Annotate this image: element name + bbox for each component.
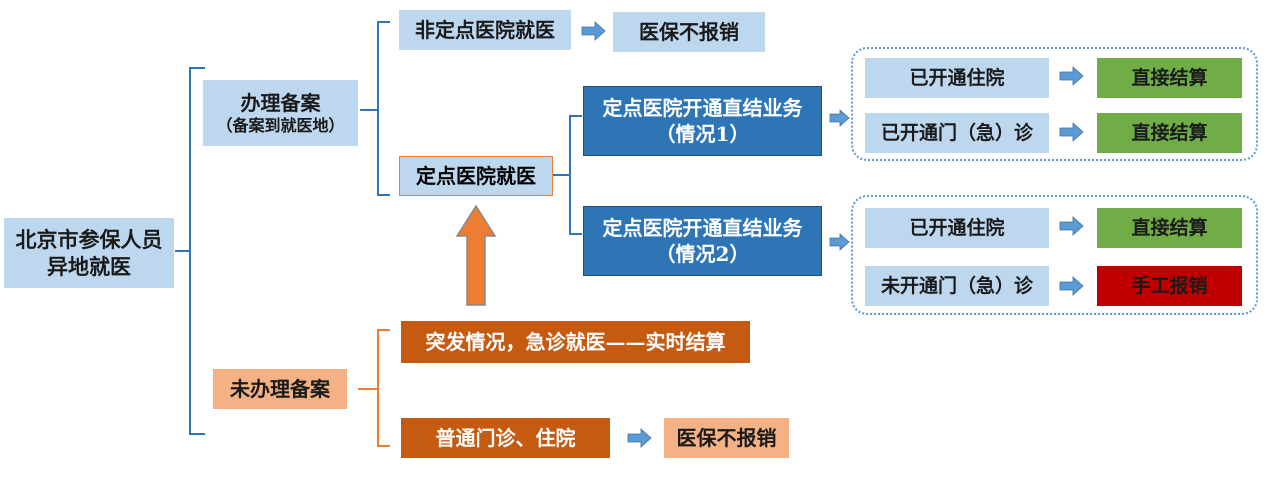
designated-label: 定点医院就医	[416, 164, 536, 188]
case1-item1-result-box: 直接结算	[1097, 58, 1242, 98]
not-filed-box: 未办理备案	[213, 369, 347, 409]
case2-item1-label: 已开通住院	[909, 216, 1005, 239]
up-arrow-icon	[455, 204, 497, 306]
case1-item2-label: 已开通门（急）诊	[880, 121, 1033, 144]
arrow-ordinary-icon	[627, 428, 652, 448]
not-filed-bracket	[358, 329, 390, 447]
case2-item2-result-box: 手工报销	[1097, 266, 1242, 306]
root-line1: 北京市参保人员	[15, 226, 163, 252]
case2-item2-label: 未开通门（急）诊	[880, 274, 1033, 297]
case2-item2-result: 手工报销	[1131, 274, 1208, 297]
filed-box: 办理备案 （备案到就医地）	[203, 80, 358, 146]
arrow-case2-icon	[829, 233, 850, 251]
ordinary-box: 普通门诊、住院	[401, 418, 610, 458]
case2-line1: 定点医院开通直结业务	[602, 216, 803, 240]
case1-line2: （情况1）	[655, 122, 750, 146]
non-designated-result: 医保不报销	[639, 20, 739, 44]
non-designated-label: 非定点医院就医	[415, 18, 555, 42]
non-designated-box: 非定点医院就医	[399, 10, 571, 50]
ordinary-result: 医保不报销	[676, 426, 777, 450]
case1-item1-result: 直接结算	[1131, 66, 1208, 89]
blue-arrows	[581, 21, 1084, 448]
emergency-box: 突发情况，急诊就医——实时结算	[401, 321, 750, 363]
case1-item2-box: 已开通门（急）诊	[865, 113, 1049, 153]
non-designated-result-box: 医保不报销	[613, 12, 765, 52]
case1-item1-box: 已开通住院	[865, 58, 1049, 98]
ordinary-label: 普通门诊、住院	[435, 426, 576, 450]
arrow-case1-icon	[829, 109, 850, 127]
arrow-c2-item1-icon	[1059, 216, 1084, 236]
filed-bracket	[360, 21, 390, 196]
root-bracket	[175, 67, 205, 435]
case2-item1-result: 直接结算	[1131, 216, 1208, 239]
case1-item1-label: 已开通住院	[909, 66, 1005, 89]
case1-item2-result-box: 直接结算	[1097, 113, 1242, 153]
case2-item1-box: 已开通住院	[865, 208, 1049, 248]
arrow-c1-item1-icon	[1059, 66, 1084, 86]
case1-item2-result: 直接结算	[1131, 121, 1208, 144]
root-line2: 异地就医	[47, 254, 131, 279]
not-filed-title: 未办理备案	[230, 377, 330, 401]
arrow-non-designated-icon	[581, 21, 606, 41]
case1-group	[851, 47, 1258, 161]
root-box: 北京市参保人员 异地就医	[4, 218, 174, 288]
emergency-label: 突发情况，急诊就医——实时结算	[425, 330, 726, 354]
case2-line2: （情况2）	[655, 242, 750, 266]
designated-box: 定点医院就医	[399, 156, 553, 196]
filed-title: 办理备案	[240, 90, 321, 115]
arrow-c1-item2-icon	[1059, 122, 1084, 142]
filed-subtitle: （备案到就医地）	[216, 115, 345, 135]
designated-bracket	[553, 115, 582, 235]
case1-box: 定点医院开通直结业务 （情况1）	[583, 86, 822, 156]
case2-box: 定点医院开通直结业务 （情况2）	[583, 206, 822, 276]
case2-item2-box: 未开通门（急）诊	[865, 266, 1049, 306]
arrow-c2-item2-icon	[1059, 276, 1084, 296]
case1-line1: 定点医院开通直结业务	[602, 96, 803, 120]
case2-group	[851, 195, 1258, 315]
case2-item1-result-box: 直接结算	[1097, 208, 1242, 248]
ordinary-result-box: 医保不报销	[664, 418, 789, 458]
